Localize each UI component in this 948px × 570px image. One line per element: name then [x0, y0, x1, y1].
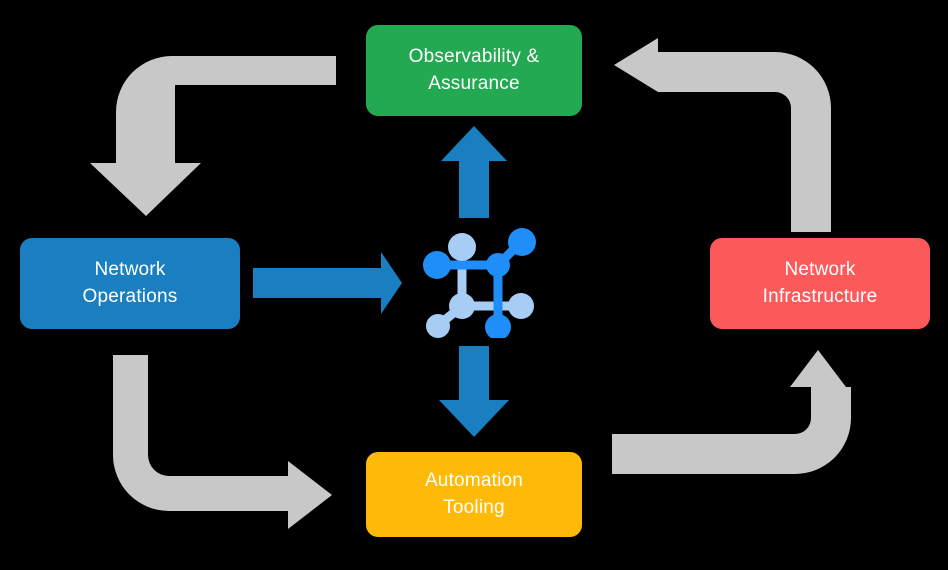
node-network-operations[interactable]: Network Operations	[20, 238, 240, 329]
arrow-observability-to-operations	[90, 56, 336, 216]
node-observability-label: Observability & Assurance	[408, 45, 540, 94]
node-automation-label: Automation Tooling	[424, 469, 524, 518]
network-topology-icon	[423, 228, 536, 338]
topology-primary-nodes	[423, 228, 536, 338]
arrow-center-to-observability	[441, 126, 507, 218]
arrow-automation-to-infrastructure	[612, 350, 851, 474]
node-infrastructure-label: Network Infrastructure	[762, 258, 878, 307]
node-operations-label: Network Operations	[82, 258, 178, 307]
arrow-operations-to-automation	[113, 355, 332, 529]
node-observability-and-assurance[interactable]: Observability & Assurance	[366, 25, 582, 116]
arrow-operations-to-center	[253, 252, 402, 314]
topology-secondary-nodes	[426, 233, 534, 338]
node-network-infrastructure[interactable]: Network Infrastructure	[710, 238, 930, 329]
node-automation-tooling[interactable]: Automation Tooling	[366, 452, 582, 537]
arrow-infrastructure-to-observability	[614, 38, 831, 232]
arrow-center-to-automation	[439, 346, 509, 437]
